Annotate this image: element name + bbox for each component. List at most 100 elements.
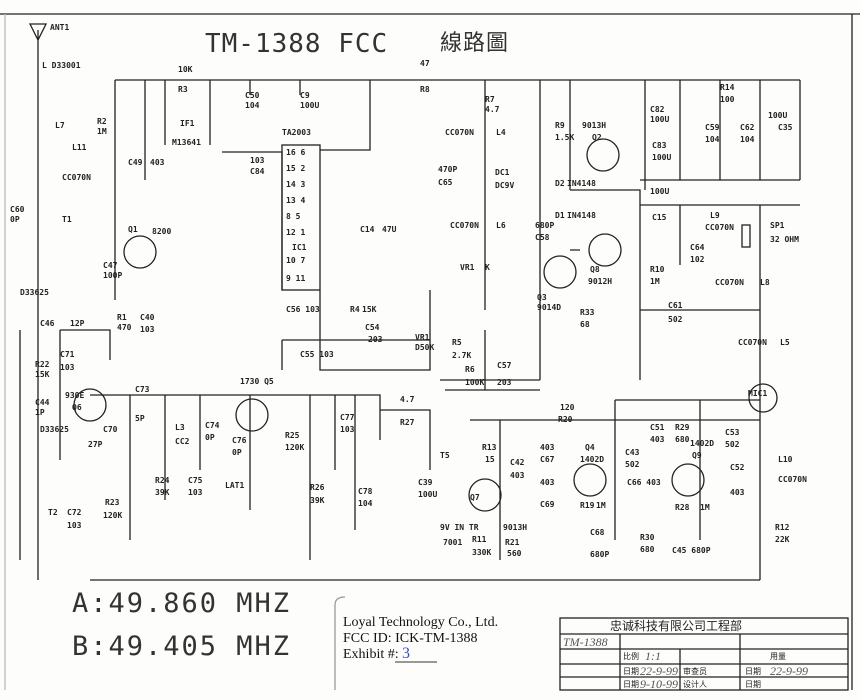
component-label: LAT1 [225,481,244,490]
component-label: C78 [358,487,373,496]
component-label: 5P [135,414,145,423]
component-label: D33625 [40,425,69,434]
component-label: C54 [365,323,380,332]
component-label: 1730 Q5 [240,377,274,386]
exhibit-stamp-border [334,596,346,690]
component-label: C53 [725,428,740,437]
component-label: C75 [188,476,203,485]
component-label: R2 [97,117,107,126]
component-label: R10 [650,265,665,274]
schematic-title: TM-1388 FCC [205,29,388,59]
component-label: C77 [340,413,355,422]
component-label: 103 [188,488,203,497]
component-label: 120K [285,443,304,452]
component-label: C47 [103,261,118,270]
component-label: 1402D [690,439,714,448]
component-label: C68 [590,528,605,537]
component-label: 1P [35,408,45,417]
component-label: Q6 [72,403,82,412]
component-label: R5 [452,338,462,347]
component-label: C51 [650,423,665,432]
component-label: 403 [510,471,525,480]
component-label: Q3 [537,293,547,302]
component-label: D2 [555,179,565,188]
component-label: C72 [67,508,82,517]
component-label: T5 [440,451,450,460]
checked-date: 22-9-99 [770,664,808,678]
title-block-model: TM-1388 [563,635,608,649]
component-label: L D33001 [42,61,81,70]
component-label: R21 [505,538,520,547]
transistor-q2 [586,138,620,172]
component-label: C84 [250,167,265,176]
component-label: CC070N [715,278,744,287]
component-label: 4.7 [400,395,415,404]
component-label: 100U [418,490,437,499]
component-label: C43 [625,448,640,457]
component-label: 39K [155,488,170,497]
component-label: C9 [300,91,310,100]
component-label: C44 [35,398,50,407]
component-label: VR1 [460,263,475,272]
component-label: 100K [465,378,484,387]
component-label: R22 [35,360,50,369]
component-label: 120K [103,511,122,520]
component-label: 403 [540,443,555,452]
component-label: 120 [560,403,575,412]
ic1-body [281,144,321,291]
component-label: R25 [285,431,300,440]
wires [19,23,801,581]
component-label: 0P [205,433,215,442]
component-label: 1M [97,127,107,136]
component-label: 9013H [503,523,527,532]
component-label: C14 [360,225,375,234]
component-label: C65 [438,178,453,187]
component-label: CC070N [705,223,734,232]
checked-label: 审查员 [683,666,707,676]
component-label: Q9 [692,451,702,460]
component-label: R26 [310,483,325,492]
component-label: D50K [415,343,434,352]
component-label: 103 [60,363,75,372]
title-block-company: 忠诚科技有限公司工程部 [610,618,742,633]
scale-value: 1:1 [645,649,661,663]
component-label: R27 [400,418,415,427]
date-label-2: 日期 [745,667,761,676]
component-label: Q4 [585,443,595,452]
component-label: C67 [540,455,555,464]
component-label: CC070N [738,338,767,347]
transistor-q4 [573,463,607,497]
component-label: 10K [178,65,193,74]
component-label: 104 [245,101,260,110]
date-label-4: 日期 [745,680,761,689]
component-label: SP1 [770,221,785,230]
component-label: 100U [768,111,787,120]
component-label: TA2003 [282,128,311,137]
component-label: 12P [70,319,85,328]
component-label: DC1 [495,168,510,177]
component-label: 203 [368,335,383,344]
exhibit-label: Exhibit #: [343,647,399,662]
component-label: 22K [775,535,790,544]
component-label: C39 [418,478,433,487]
component-label: 502 [725,440,740,449]
component-label: 103 [340,425,355,434]
component-label: R8 [420,85,430,94]
frequency-a: A:49.860 MHZ [72,588,291,619]
sheet-label: 用量 [770,652,786,661]
component-label: 0P [232,448,242,457]
component-label: R7 [485,95,495,104]
component-label: Q8 [590,265,600,274]
component-label: R23 [105,498,120,507]
transistor-q7 [468,478,502,512]
component-label: 680 [640,545,655,554]
component-label: R12 [775,523,790,532]
component-label: 403 [540,478,555,487]
component-label: C76 [232,436,247,445]
component-label: IN4148 [567,179,596,188]
component-label: 2.7K [452,351,471,360]
component-label: 103 [250,156,265,165]
component-label: 9013H [582,121,606,130]
